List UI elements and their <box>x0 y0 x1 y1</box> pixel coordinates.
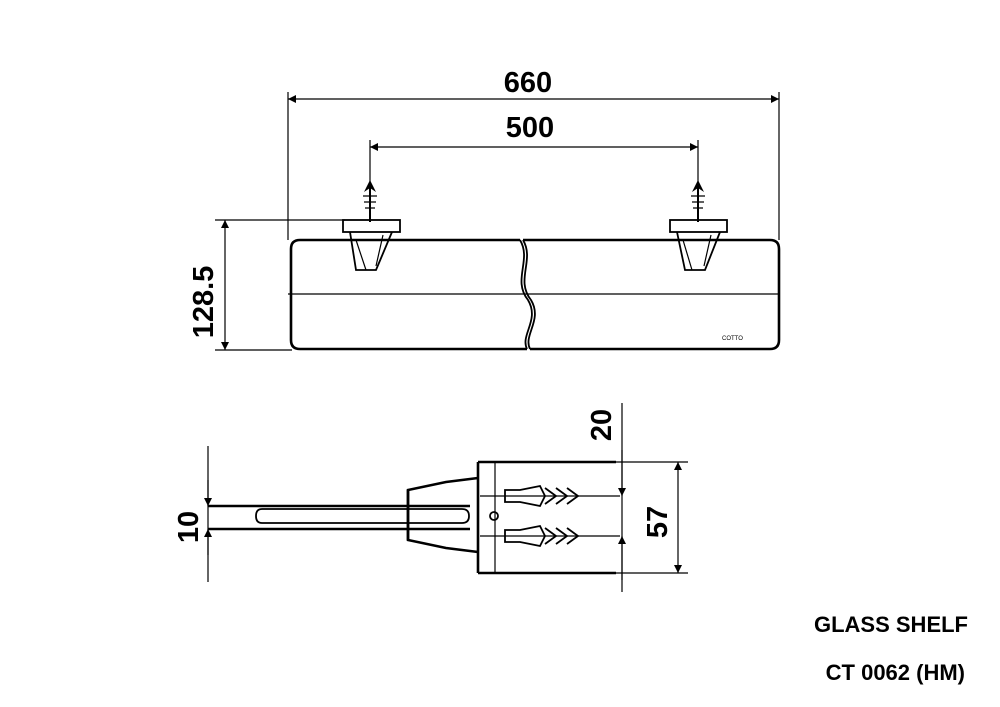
dimension-label-bracket-offset: 20 <box>586 409 618 441</box>
wall-anchor-top-icon <box>480 484 620 508</box>
glass-inner-outline <box>255 508 470 524</box>
dimension-label-bracket-spacing: 500 <box>506 112 554 144</box>
bracket-right <box>669 219 728 271</box>
bracket-left <box>342 219 401 271</box>
product-code: CT 0062 (HM) <box>826 660 965 685</box>
screw-right-icon <box>691 180 705 222</box>
front-view: 660 500 128.5 <box>188 67 781 351</box>
dimension-label-overall-length: 660 <box>504 67 552 99</box>
product-name: GLASS SHELF <box>814 612 968 637</box>
dimension-label-glass-thickness: 10 <box>173 511 205 543</box>
set-screw-icon <box>489 511 499 521</box>
wall-anchor-bottom-icon <box>480 524 620 548</box>
dimension-label-height: 128.5 <box>188 266 220 339</box>
brand-logo: COTTO <box>722 336 743 342</box>
break-line-2 <box>522 239 536 350</box>
break-line-1 <box>519 239 533 350</box>
screw-left-icon <box>363 180 377 222</box>
wall-plate <box>476 460 616 575</box>
side-view: 10 20 57 <box>173 403 688 592</box>
dimension-label-bracket-height: 57 <box>642 506 674 538</box>
bracket-body <box>406 476 479 554</box>
